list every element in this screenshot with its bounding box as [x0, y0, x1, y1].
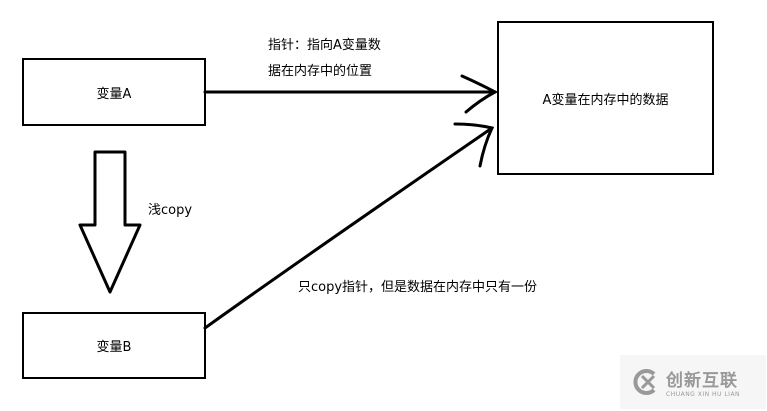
node-memory-data: A变量在内存中的数据	[497, 21, 714, 175]
arrowhead-a-to-data	[460, 74, 499, 114]
node-label: 变量A	[96, 86, 132, 102]
node-variable-b: 变量B	[22, 312, 206, 379]
pointer-label-line1: 指针：指向A变量数	[268, 38, 381, 53]
node-label: A变量在内存中的数据	[542, 92, 669, 108]
watermark: 创新互联 CHUANG XIN HU LIAN	[620, 355, 766, 409]
node-variable-a: 变量A	[22, 58, 206, 126]
pointer-label-line2: 据在内存中的位置	[268, 64, 373, 79]
node-label: 变量B	[96, 340, 132, 355]
watermark-logo-icon	[633, 369, 656, 395]
copy-pointer-note: 只copy指针，但是数据在内存中只有一份	[298, 280, 538, 295]
watermark-subtitle: CHUANG XIN HU LIAN	[666, 391, 741, 398]
watermark-title: 创新互联	[666, 371, 738, 391]
arrow-b-to-data	[203, 126, 494, 330]
arrowhead-b-to-data	[453, 122, 495, 168]
shallow-copy-hollow-arrow	[78, 150, 142, 294]
shallow-copy-label: 浅copy	[148, 203, 193, 218]
